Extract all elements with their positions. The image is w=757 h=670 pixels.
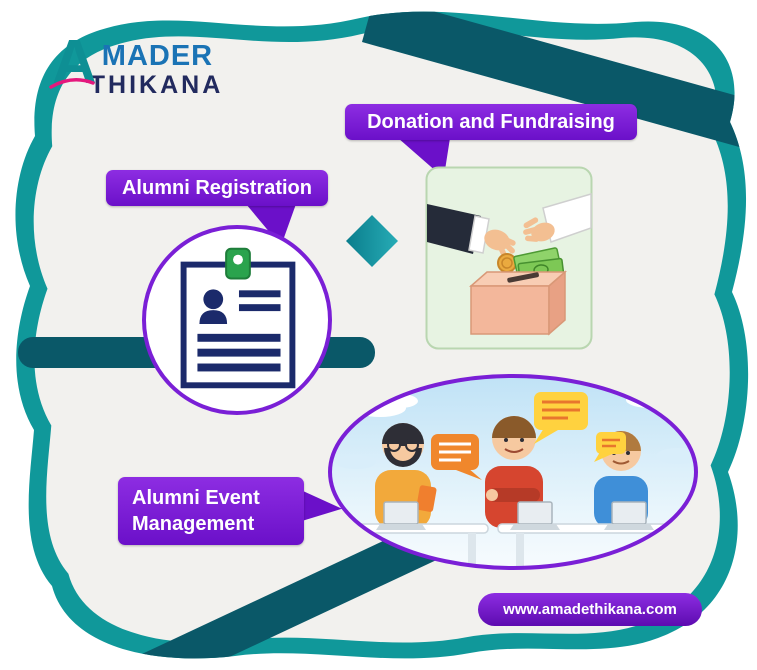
- ribbon-top-right: [362, 11, 749, 150]
- id-card-icon: [180, 247, 296, 389]
- donation-box-icon: [469, 270, 567, 336]
- brand-logo: A MADER THIKANA: [49, 32, 224, 100]
- ribbon-bottom-left: [112, 520, 445, 659]
- diamond-accent-icon: [346, 215, 398, 267]
- laptop-left-icon: [376, 501, 426, 530]
- logo-word-top: MADER: [101, 40, 214, 72]
- website-link[interactable]: www.amadethikana.com: [478, 593, 702, 626]
- laptop-middle-icon: [510, 501, 560, 530]
- callout-donation: Donation and Fundraising: [345, 104, 637, 140]
- id-card-illustration: [180, 247, 296, 389]
- laptop-right-icon: [604, 501, 654, 530]
- logo-word-bottom: THIKANA: [89, 71, 224, 100]
- callout-registration: Alumni Registration: [106, 170, 328, 206]
- event-illustration-container: [328, 374, 698, 575]
- speech-bubble-yellow-icon: [534, 392, 588, 444]
- card-clip-icon: [225, 247, 251, 280]
- donation-hands-illustration: [425, 166, 593, 350]
- speech-bubble-yellow-small-icon: [594, 432, 626, 462]
- card-text-lines: [197, 290, 281, 372]
- logo-words: MADER THIKANA: [90, 40, 224, 100]
- person-silhouette-icon: [199, 289, 228, 324]
- registration-illustration-container: [142, 225, 332, 415]
- event-people-illustration: [328, 374, 698, 570]
- logo-initial-wrap: A: [49, 32, 97, 93]
- donation-illustration-container: [425, 166, 593, 355]
- event-ellipse-border: [328, 374, 698, 570]
- speech-bubble-orange-icon: [431, 434, 482, 480]
- logo-swoosh-icon: [49, 77, 95, 89]
- callout-events: Alumni Event Management: [118, 477, 304, 545]
- coin-icon: [497, 253, 517, 273]
